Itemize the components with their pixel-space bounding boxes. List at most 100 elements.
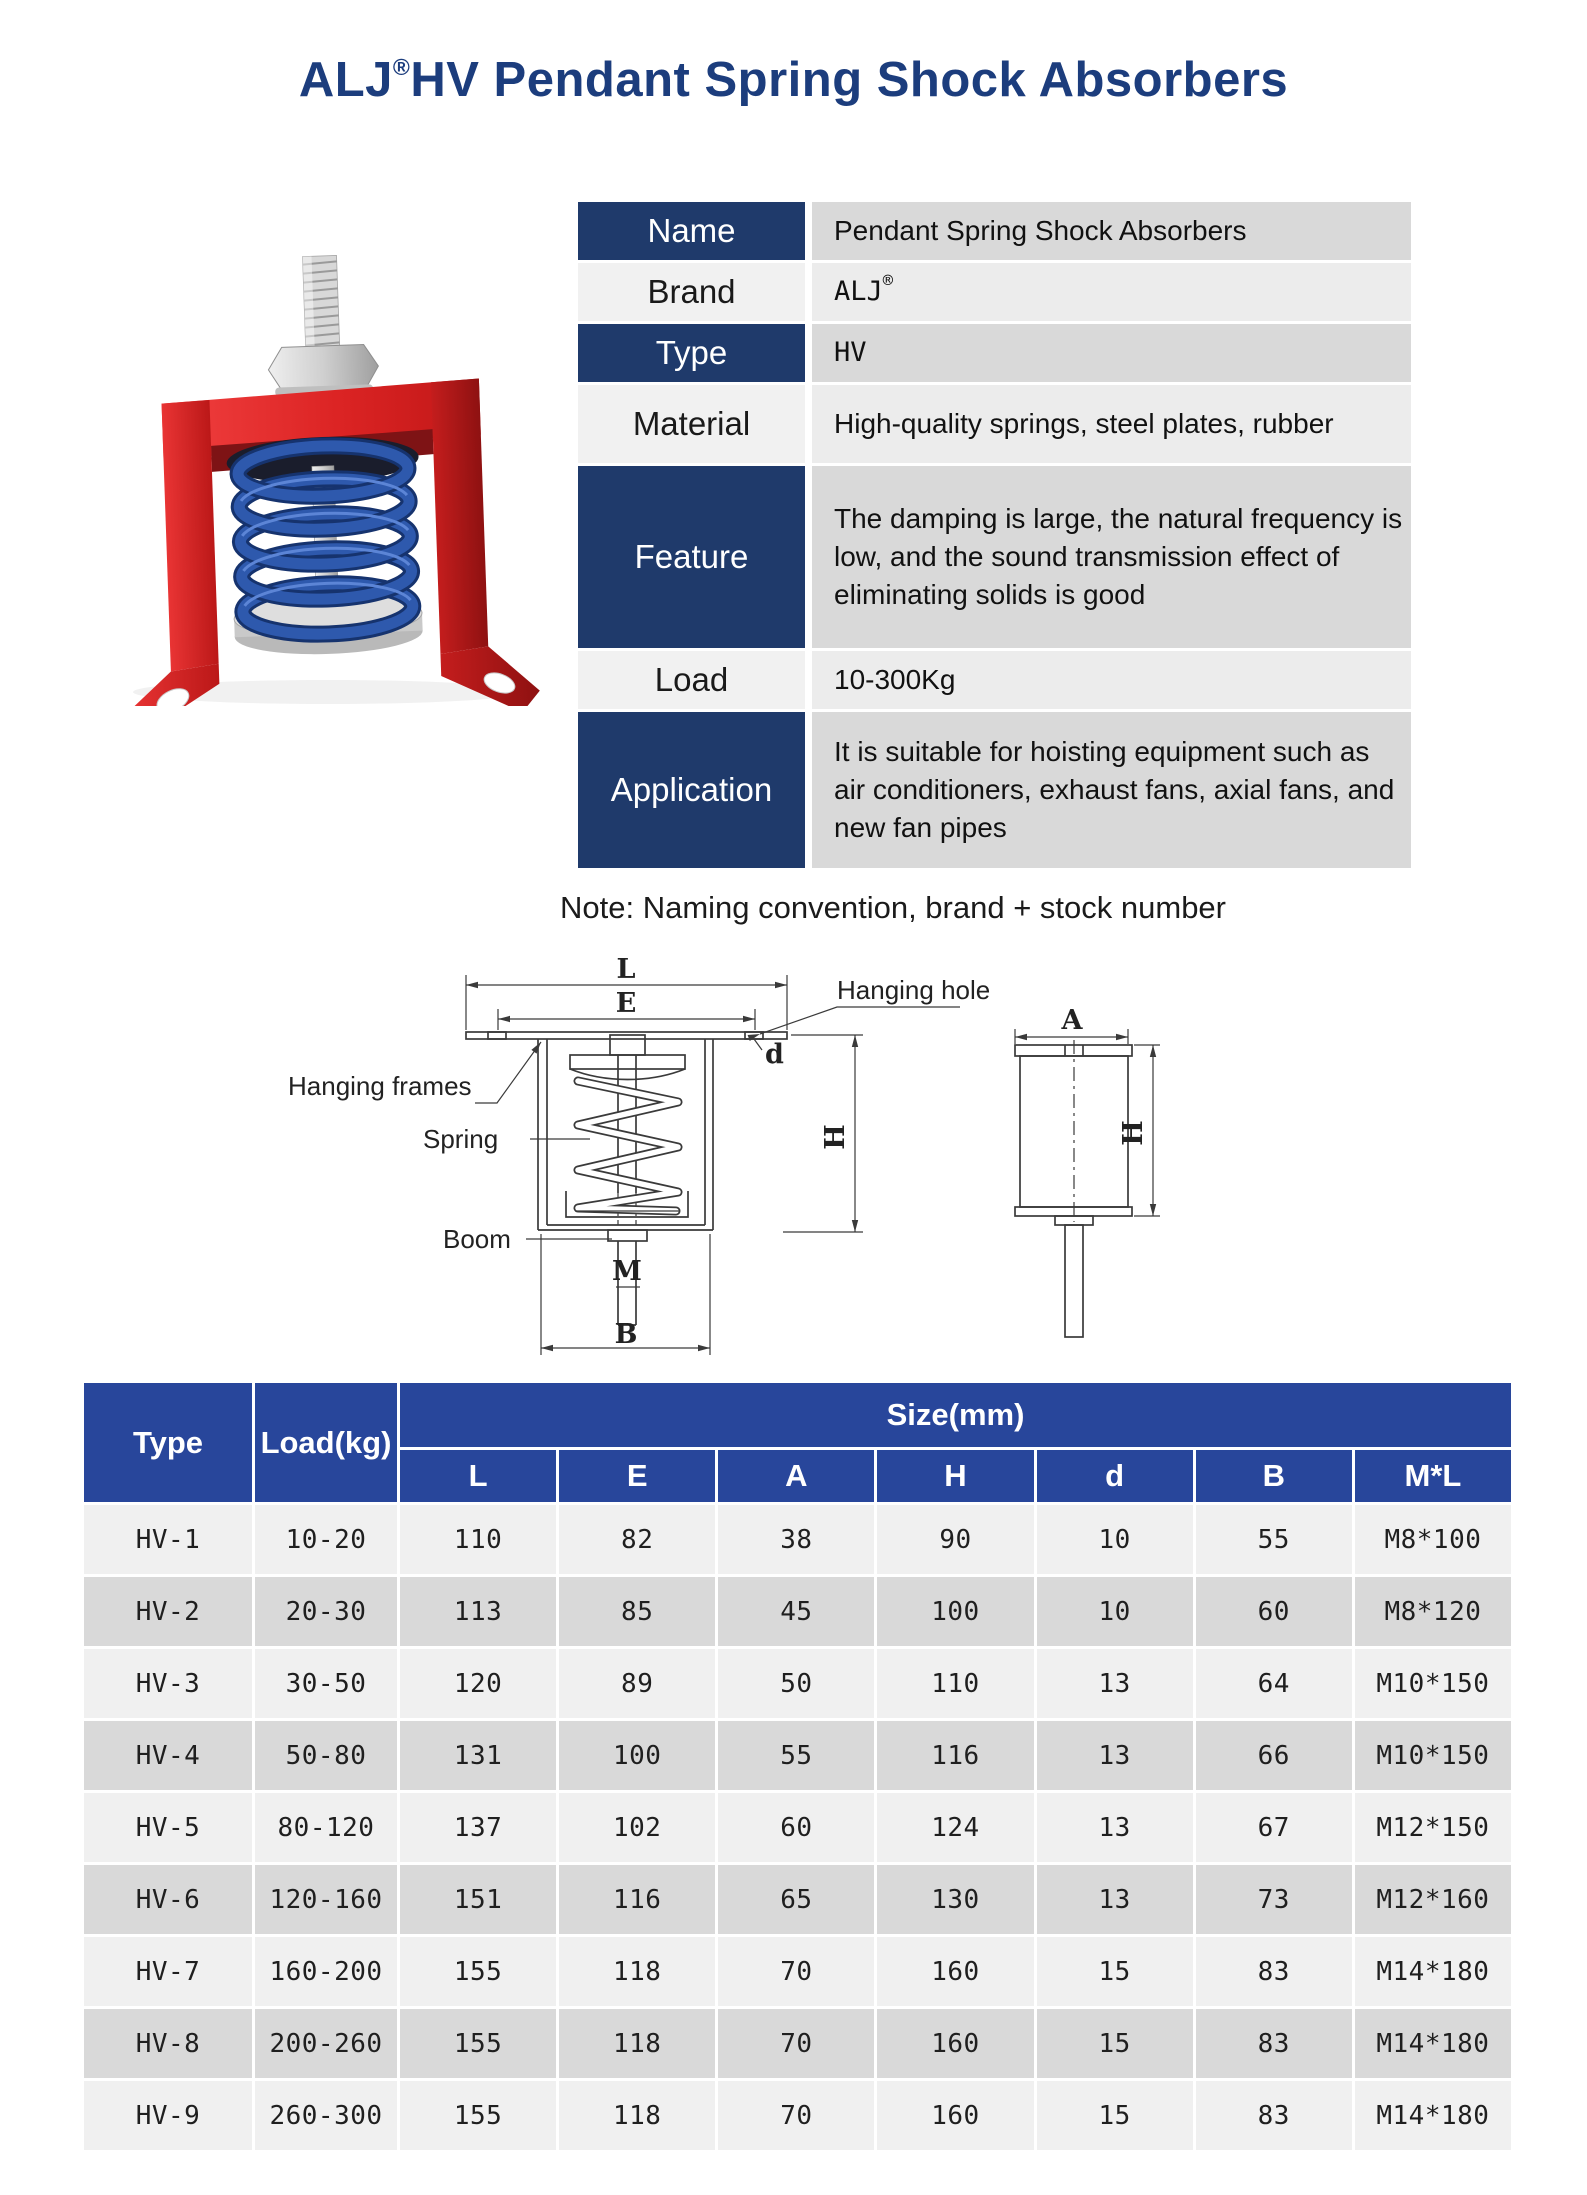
dim-label-d: d	[765, 1039, 784, 1070]
col-header-load: Load(kg)	[255, 1383, 397, 1502]
size-cell: 10-20	[255, 1505, 397, 1574]
size-cell: 200-260	[255, 2009, 397, 2078]
left-foot-hole	[156, 688, 190, 706]
size-cell: 110	[877, 1649, 1034, 1718]
size-cell: 100	[877, 1577, 1034, 1646]
size-cell: 118	[559, 1937, 716, 2006]
size-cell: 260-300	[255, 2081, 397, 2150]
size-cell: 50	[718, 1649, 875, 1718]
product-photo	[128, 255, 540, 706]
spec-label: Load	[578, 651, 805, 709]
spring-top-plate	[569, 1054, 686, 1070]
size-cell: 13	[1036, 1865, 1193, 1934]
size-cell: 70	[718, 1937, 875, 2006]
size-cell: 10	[1036, 1505, 1193, 1574]
spec-value: The damping is large, the natural freque…	[812, 466, 1411, 648]
size-cell: HV-3	[84, 1649, 252, 1718]
size-cell: 160	[877, 2081, 1034, 2150]
size-cell: HV-1	[84, 1505, 252, 1574]
spec-label: Brand	[578, 263, 805, 321]
spec-value: HV	[812, 324, 1411, 382]
spring-label: Spring	[423, 1124, 498, 1154]
left-hanging-hole	[487, 1031, 507, 1040]
size-cell: 155	[400, 1937, 557, 2006]
size-cell: 55	[718, 1721, 875, 1790]
size-cell: M8*120	[1354, 1577, 1511, 1646]
size-cell: 110	[400, 1505, 557, 1574]
size-cell: 83	[1195, 2009, 1352, 2078]
size-cell: 45	[718, 1577, 875, 1646]
dim-label-H-front: H	[820, 1124, 851, 1150]
size-cell: 15	[1036, 2009, 1193, 2078]
size-cell: M12*150	[1354, 1793, 1511, 1862]
size-cell: 83	[1195, 1937, 1352, 2006]
shock-absorber-image	[128, 255, 540, 706]
size-cell: M14*180	[1354, 1937, 1511, 2006]
size-cell: 90	[877, 1505, 1034, 1574]
spec-row: Type HV	[578, 324, 1411, 382]
size-cell: 67	[1195, 1793, 1352, 1862]
front-view: L E	[465, 954, 863, 1355]
spec-row: Load 10-300Kg	[578, 651, 1411, 709]
size-cell: 120	[400, 1649, 557, 1718]
size-cell: 50-80	[255, 1721, 397, 1790]
size-cell: HV-7	[84, 1937, 252, 2006]
size-cell: 118	[559, 2009, 716, 2078]
photo-shadow	[133, 680, 523, 704]
spec-row: Brand ALJ®	[578, 263, 1411, 321]
size-cell: M14*180	[1354, 2081, 1511, 2150]
size-cell: HV-2	[84, 1577, 252, 1646]
size-cell: 130	[877, 1865, 1034, 1934]
size-cell: M14*180	[1354, 2009, 1511, 2078]
size-cell: HV-8	[84, 2009, 252, 2078]
spec-label: Name	[578, 202, 805, 260]
col-header-size: Size(mm)	[400, 1383, 1511, 1447]
spec-row: Name Pendant Spring Shock Absorbers	[578, 202, 1411, 260]
size-cell: 13	[1036, 1721, 1193, 1790]
size-cell: 116	[559, 1865, 716, 1934]
col-header-H: H	[877, 1450, 1034, 1502]
col-header-d: d	[1036, 1450, 1193, 1502]
size-cell: 20-30	[255, 1577, 397, 1646]
hanging-frames-label: Hanging frames	[288, 1071, 472, 1101]
threaded-bolt	[302, 255, 341, 352]
size-cell: 82	[559, 1505, 716, 1574]
size-cell: 65	[718, 1865, 875, 1934]
spec-label: Application	[578, 712, 805, 868]
size-cell: HV-4	[84, 1721, 252, 1790]
size-cell: HV-5	[84, 1793, 252, 1862]
size-cell: 38	[718, 1505, 875, 1574]
size-cell: 80-120	[255, 1793, 397, 1862]
diagram-callouts: Hanging hole d Hanging frames Spring Boo…	[288, 975, 990, 1254]
size-cell: 137	[400, 1793, 557, 1862]
size-cell: HV-9	[84, 2081, 252, 2150]
size-table: Type Load(kg) Size(mm) L E A H d B M*L H…	[81, 1380, 1514, 2153]
spec-label: Material	[578, 385, 805, 463]
size-cell: 83	[1195, 2081, 1352, 2150]
spec-label: Type	[578, 324, 805, 382]
spec-row: Material High-quality springs, steel pla…	[578, 385, 1411, 463]
size-cell: M10*150	[1354, 1649, 1511, 1718]
brand-name: ALJ	[298, 53, 393, 107]
dim-label-H-side: H	[1118, 1120, 1149, 1146]
dim-label-L: L	[617, 954, 636, 985]
spec-label: Feature	[578, 466, 805, 648]
registered-trademark-icon: ®	[392, 53, 411, 80]
size-cell: 155	[400, 2009, 557, 2078]
size-cell: 60	[718, 1793, 875, 1862]
boom-label: Boom	[443, 1224, 511, 1254]
dim-label-M: M	[612, 1256, 642, 1287]
size-cell: 155	[400, 2081, 557, 2150]
size-cell: 10	[1036, 1577, 1193, 1646]
blue-spring	[229, 437, 422, 643]
size-cell: 160-200	[255, 1937, 397, 2006]
size-cell: HV-6	[84, 1865, 252, 1934]
size-cell: 15	[1036, 1937, 1193, 2006]
